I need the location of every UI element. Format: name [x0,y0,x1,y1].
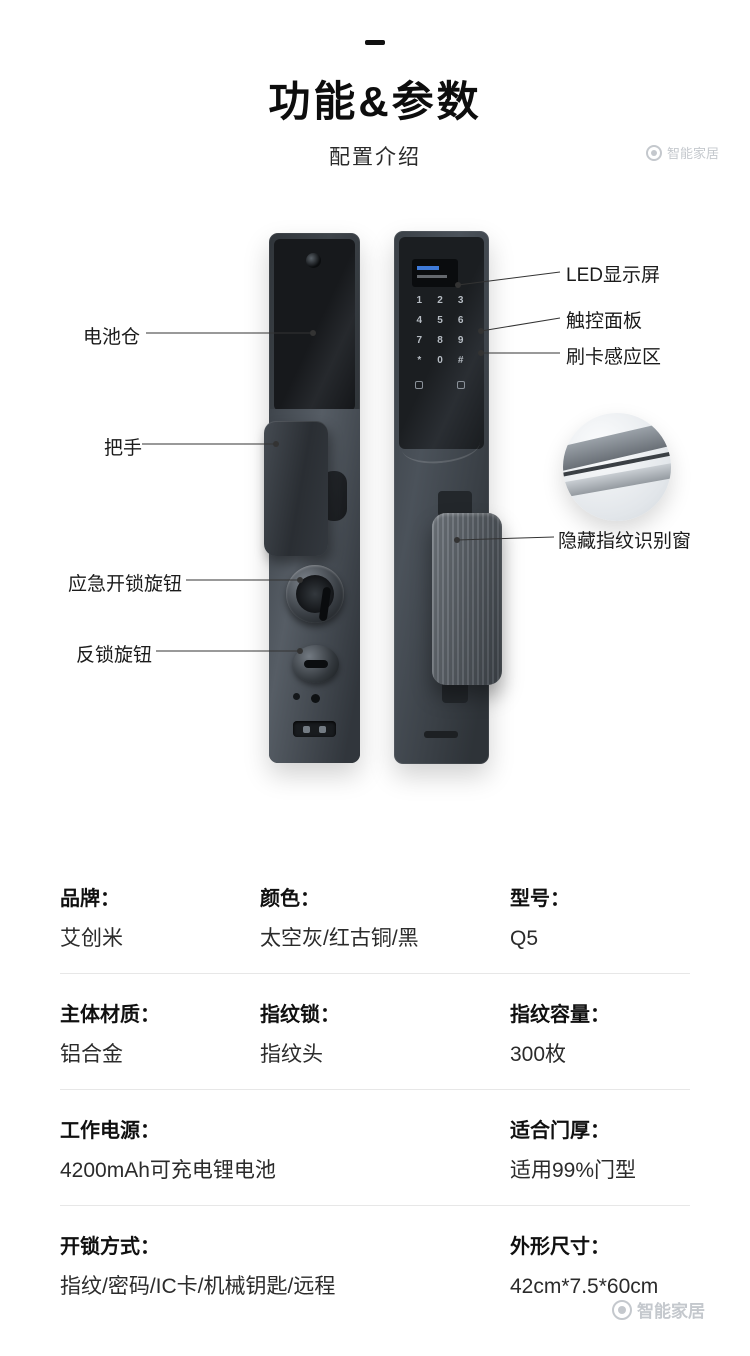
anti-lock-knob-slot [304,660,328,668]
home-icon [415,381,423,389]
spec-cell-unlock-methods: 开锁方式： 指纹/密码/IC卡/机械钥匙/远程 [60,1230,510,1299]
emergency-unlock-knob [286,565,344,623]
callout-label-handle: 把手 [103,438,142,459]
unlock-icon [319,725,327,733]
watermark-bottom: 智能家居 [612,1297,705,1322]
keypad-key: 8 [437,335,443,346]
watermark-top: 智能家居 [646,143,719,162]
callout-label-anti-lock-knob: 反锁旋钮 [75,645,152,666]
spec-cell-fingerprint-lock: 指纹锁： 指纹头 [260,998,510,1067]
led-display-text-line [417,275,447,278]
front-handle-mount-bottom [442,681,468,703]
callout-label-card-area: 刷卡感应区 [566,347,662,368]
keypad-key: * [417,355,422,366]
spec-value: Q5 [510,927,539,950]
spec-label: 主体材质： [60,1004,160,1026]
spec-value: 指纹/密码/IC卡/机械钥匙/远程 [60,1275,336,1298]
page-title: 功能&参数 [268,78,482,125]
spec-cell-door-thickness: 适合门厚： 适用99%门型 [510,1114,690,1183]
spec-label: 指纹容量： [510,1004,610,1026]
spec-label: 适合门厚： [510,1120,610,1142]
keypad-key: 4 [416,315,423,326]
keypad-key: 9 [457,335,464,346]
spec-value: 适用99%门型 [510,1159,637,1182]
front-handle-mount-top [438,491,472,517]
spec-row-1: 品牌： 艾创米 颜色： 太空灰/红古铜/黑 型号： Q5 [60,868,690,973]
emergency-knob-slot [318,586,332,622]
keypad-key: 1 [416,295,423,306]
spec-cell-brand: 品牌： 艾创米 [60,882,260,951]
callout-label-touch-panel: 触控面板 [566,311,643,332]
keypad-key: 3 [457,295,464,306]
spec-label: 型号： [510,888,570,910]
indicator-dot [293,693,300,700]
led-display [412,259,458,287]
anti-lock-knob [293,645,339,683]
spec-cell-material: 主体材质： 铝合金 [60,998,260,1067]
rear-handle [264,421,328,556]
spec-cell-model: 型号： Q5 [510,882,690,951]
spec-label: 品牌： [60,888,120,910]
spec-label: 工作电源： [60,1120,160,1142]
keypad-key: 5 [437,315,443,326]
page-subtitle: 配置介绍 [329,146,421,169]
led-display-glow [417,266,439,270]
callout-label-hidden-fingerprint-window: 隐藏指纹识别窗 [558,531,692,552]
keyhole-slot [424,731,458,738]
spec-value: 指纹头 [260,1043,323,1066]
lock-rear-panel [264,233,360,763]
callout-label-battery: 电池仓 [82,327,140,348]
keypad-key: 6 [457,315,464,326]
keypad-key: 2 [437,295,443,306]
keypad-key: # [457,355,464,366]
spec-table: 品牌： 艾创米 颜色： 太空灰/红古铜/黑 型号： Q5 主体材质： 铝合金 指… [60,868,690,1321]
reset-hole [311,694,320,703]
watermark-logo-icon [612,1299,632,1320]
spec-value: 42cm*7.5*60cm [510,1275,659,1298]
watermark-text: 智能家居 [637,1302,705,1321]
spec-label: 外形尺寸： [510,1236,610,1258]
spec-cell-dimensions: 外形尺寸： 42cm*7.5*60cm [510,1230,690,1299]
camera-lens [306,253,321,268]
front-handle-with-fingerprint [432,513,502,685]
lock-icon [302,725,310,733]
touch-keypad: 1 2 3 4 5 6 7 8 9 * 0 # [409,295,471,366]
touch-panel-callout-line [480,317,561,332]
lock-front-panel: 1 2 3 4 5 6 7 8 9 * 0 # [394,231,502,764]
keypad-key: 0 [437,355,443,366]
bell-icon [457,381,465,389]
title-dash [365,40,385,45]
spec-cell-color: 颜色： 太空灰/红古铜/黑 [260,882,510,951]
spec-label: 开锁方式： [60,1236,160,1258]
callout-label-led-display: LED显示屏 [566,265,660,286]
spec-row-4: 开锁方式： 指纹/密码/IC卡/机械钥匙/远程 外形尺寸： 42cm*7.5*6… [60,1205,690,1321]
bottom-indicator-slot [293,721,336,737]
watermark-logo-icon [646,144,662,161]
spec-row-2: 主体材质： 铝合金 指纹锁： 指纹头 指纹容量： 300枚 [60,973,690,1089]
callout-label-emergency-knob: 应急开锁旋钮 [67,574,182,595]
spec-label: 颜色： [260,888,320,910]
spec-cell-power: 工作电源： 4200mAh可充电锂电池 [60,1114,510,1183]
emergency-knob-core [296,575,334,622]
spec-value: 铝合金 [60,1043,123,1066]
keypad-key: 7 [416,335,423,346]
fingerprint-window-zoom-detail [563,413,671,521]
spec-label: 指纹锁： [260,1004,340,1026]
watermark-text: 智能家居 [667,146,720,161]
panel-icon-row [415,381,465,389]
spec-value: 太空灰/红古铜/黑 [260,927,419,950]
spec-value: 艾创米 [60,927,123,950]
spec-cell-fingerprint-capacity: 指纹容量： 300枚 [510,998,690,1067]
spec-row-3: 工作电源： 4200mAh可充电锂电池 适合门厚： 适用99%门型 [60,1089,690,1205]
spec-value: 4200mAh可充电锂电池 [60,1159,276,1182]
spec-value: 300枚 [510,1043,567,1066]
